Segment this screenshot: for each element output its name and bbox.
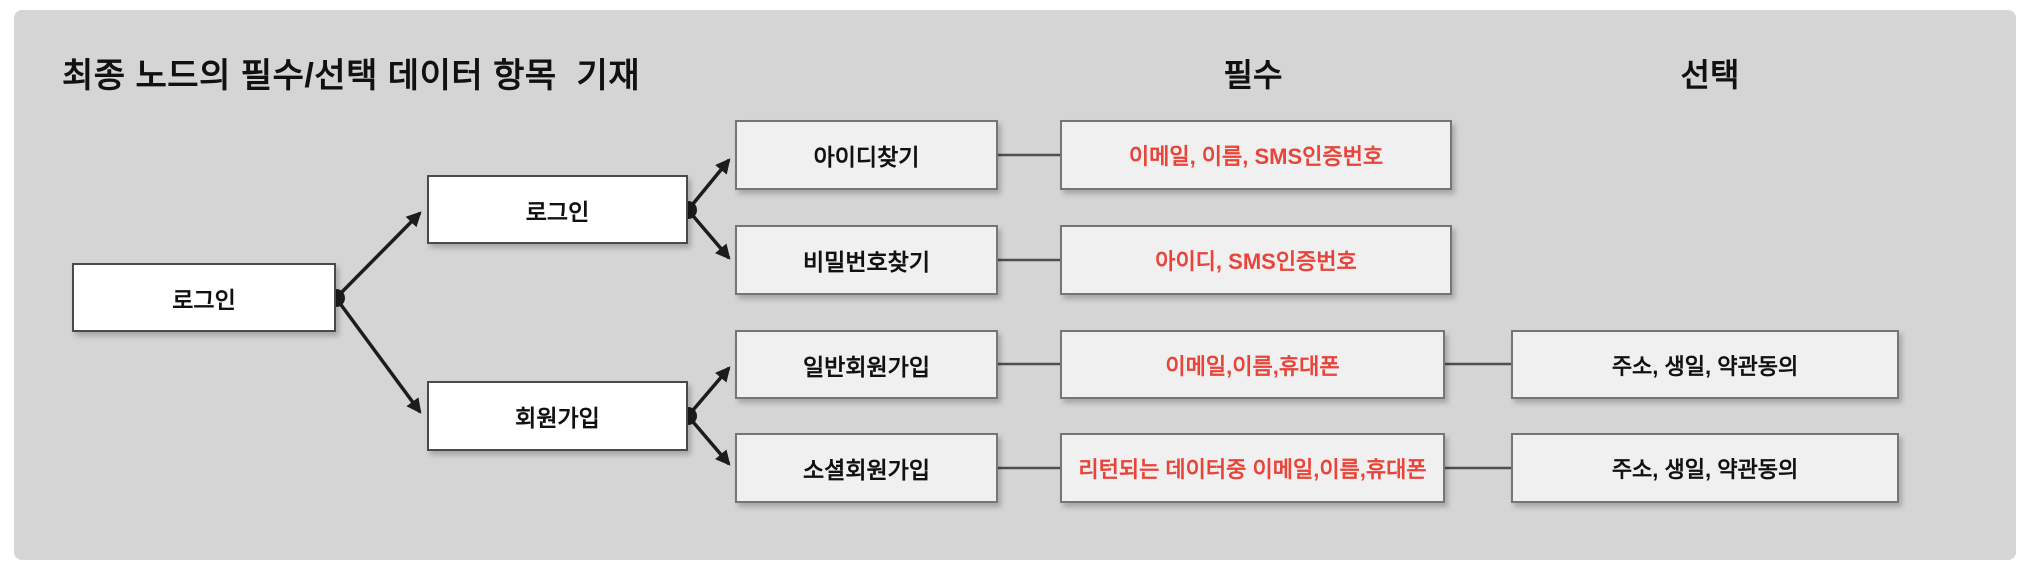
arrow-signup-to-social — [686, 414, 731, 466]
column-header-optional: 선택 — [1680, 57, 1740, 93]
required-box-find-password: 아이디, SMS인증번호 — [1060, 225, 1452, 295]
node-login-root: 로그인 — [72, 263, 336, 332]
required-box-social-signup: 리턴되는 데이터중 이메일,이름,휴대폰 — [1060, 433, 1445, 503]
arrow-login-to-find-password — [686, 208, 731, 260]
optional-box-social-signup: 주소, 생일, 약관동의 — [1511, 433, 1899, 503]
node-social-signup: 소셜회원가입 — [735, 433, 998, 503]
column-header-required: 필수 — [1223, 57, 1283, 93]
arrow-login-to-find-id — [686, 158, 731, 212]
arrow-root-to-login — [334, 211, 422, 300]
node-find-password: 비밀번호찾기 — [735, 225, 998, 295]
node-find-id: 아이디찾기 — [735, 120, 998, 190]
node-general-signup: 일반회원가입 — [735, 330, 998, 399]
required-box-general-signup: 이메일,이름,휴대폰 — [1060, 330, 1445, 399]
arrow-root-to-signup — [334, 296, 422, 414]
required-box-find-id: 이메일, 이름, SMS인증번호 — [1060, 120, 1452, 190]
node-signup: 회원가입 — [427, 381, 688, 451]
optional-box-general-signup: 주소, 생일, 약관동의 — [1511, 330, 1899, 399]
node-login: 로그인 — [427, 175, 688, 244]
arrow-signup-to-general — [686, 366, 731, 418]
page-title: 최종 노드의 필수/선택 데이터 항목 기재 — [62, 57, 641, 95]
